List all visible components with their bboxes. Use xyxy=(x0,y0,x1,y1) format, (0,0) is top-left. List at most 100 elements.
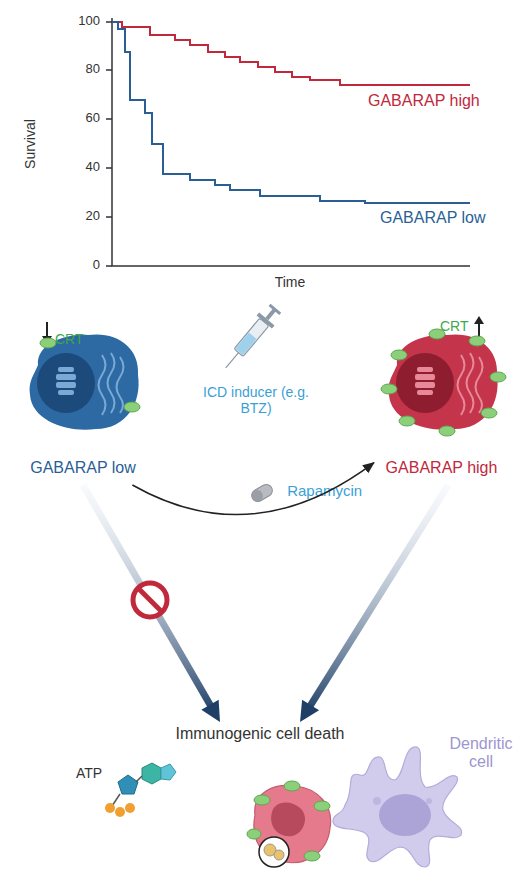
curve-label: GABARAP high xyxy=(368,92,508,110)
er-membranes xyxy=(99,353,124,415)
sign-bar xyxy=(138,588,162,612)
edge-label: Rapamycin xyxy=(287,482,362,499)
er-line xyxy=(99,355,106,415)
treatment-arrow xyxy=(132,463,374,515)
er-line xyxy=(457,355,464,415)
cell-outline xyxy=(377,325,507,437)
tick-label: 0 xyxy=(60,258,100,273)
crt-patch xyxy=(247,829,261,839)
crt-patch xyxy=(254,795,270,805)
cell-node: GABARAP high xyxy=(374,325,509,485)
axis-title: Time xyxy=(260,274,320,290)
atp-molecule xyxy=(105,763,176,817)
crt-patch xyxy=(490,372,506,382)
proteasome-ring xyxy=(415,374,435,380)
proteasome-ring xyxy=(56,382,76,388)
bond-line xyxy=(112,776,142,806)
syringe-fluid xyxy=(235,333,256,356)
connector-group xyxy=(83,463,448,722)
er-line xyxy=(108,353,115,413)
sign-ring xyxy=(133,583,167,617)
axis-title: Survival xyxy=(22,104,38,184)
crt-patch xyxy=(439,426,455,436)
arrow-head xyxy=(474,316,484,324)
outcome-arrow xyxy=(305,485,448,714)
arrow-head xyxy=(300,700,319,722)
axis-line xyxy=(112,18,470,266)
cell-label: GABARAP low xyxy=(18,459,148,477)
syringe-barrel xyxy=(234,318,269,356)
tick-label: 20 xyxy=(60,209,100,224)
syringe-icon xyxy=(218,302,283,375)
marker-label: CRT xyxy=(55,331,95,347)
crt-patch xyxy=(399,416,415,426)
er-line xyxy=(117,357,124,413)
zoom-inset xyxy=(259,837,289,867)
dendritic-cell-node: Dendritic cell xyxy=(325,735,520,870)
treatment-label: ICD inducer (e.g. BTZ) xyxy=(200,384,312,416)
cell-nucleus xyxy=(37,353,95,413)
crt-patch xyxy=(40,338,56,348)
phagosome xyxy=(274,850,284,860)
proteasome-icon xyxy=(56,367,76,395)
proteasome-ring xyxy=(417,390,433,395)
outcome-node: Immunogenic cell death xyxy=(160,722,360,748)
adenine-ring xyxy=(142,763,161,784)
crt-patch xyxy=(304,851,320,861)
tick-label: 60 xyxy=(60,111,100,126)
crt-patch xyxy=(391,350,407,360)
fragmented-nucleus xyxy=(271,802,305,836)
survival-curve-high xyxy=(112,22,470,85)
er-line xyxy=(475,357,482,413)
tick-label: 100 xyxy=(60,14,100,29)
pill-half xyxy=(249,488,265,504)
cell-node: GABARAP low xyxy=(18,325,148,485)
proteasome-ring xyxy=(415,382,435,388)
dendritic-body xyxy=(333,747,462,867)
cell-nucleus xyxy=(396,353,454,413)
chart-axes xyxy=(106,18,470,266)
ribose-ring xyxy=(118,775,138,794)
vesicle xyxy=(373,797,381,805)
curve-label: GABARAP low xyxy=(380,209,510,227)
proteasome-ring xyxy=(417,367,433,372)
cell-body xyxy=(30,334,139,429)
er-membranes xyxy=(457,353,482,415)
dendritic-cell-outline xyxy=(325,735,470,870)
cell-label: GABARAP high xyxy=(374,459,509,477)
crt-patch xyxy=(381,384,397,394)
phosphate-group xyxy=(105,803,115,813)
crt-patch xyxy=(124,402,140,412)
proteasome-icon xyxy=(415,367,435,395)
crt-patch xyxy=(314,801,330,811)
syringe-needle xyxy=(226,353,239,368)
dendritic-nucleus xyxy=(379,794,431,836)
survival-curve-low xyxy=(112,22,470,203)
cell-body xyxy=(388,334,497,429)
outcome-arrow xyxy=(83,485,215,713)
cell-type-label: Dendritic cell xyxy=(443,735,519,772)
proteasome-ring xyxy=(58,367,74,372)
pill-icon xyxy=(249,482,274,503)
adenine-ring xyxy=(161,764,176,780)
marker-label: CRT xyxy=(440,318,478,334)
outcome-label: Immunogenic cell death xyxy=(160,725,360,743)
crt-patch xyxy=(469,336,485,346)
syringe-thumb xyxy=(269,304,282,315)
pill-body xyxy=(249,482,274,503)
proteasome-ring xyxy=(56,374,76,380)
vesicle xyxy=(426,798,432,804)
tick-label: 40 xyxy=(60,160,100,175)
crt-patch xyxy=(284,781,300,791)
cell-body xyxy=(254,785,331,862)
er-line xyxy=(466,353,473,413)
dying-cell xyxy=(247,781,331,867)
molecule-label: ATP xyxy=(76,765,116,781)
phosphate-group xyxy=(125,803,135,813)
phosphate-group xyxy=(115,807,125,817)
proteasome-ring xyxy=(58,390,74,395)
prohibition-sign xyxy=(133,583,167,617)
